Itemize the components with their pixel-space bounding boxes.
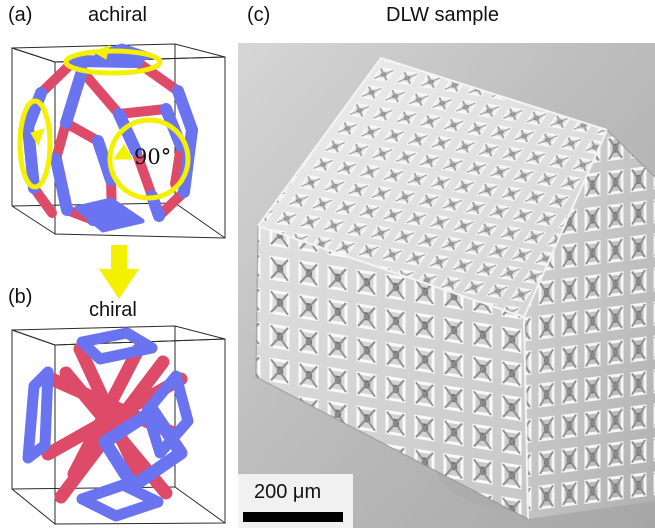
angle-label: 90° [134,145,171,169]
panel-a-label: (a) [8,4,33,26]
lattice-right-top-edge [606,129,655,178]
panel-b-label: (b) [8,286,33,308]
cube-back-bottom-right-edge [174,486,226,524]
left-rotation-arrow-icon [30,128,45,147]
red-strut [77,66,124,119]
red-strut [114,104,171,119]
panel-c-title: DLW sample [386,4,499,26]
panel-b-render [8,321,228,526]
panel-a-title: achiral [88,4,147,26]
scale-bar-line [243,512,343,522]
scale-bar-label: 200 μm [254,481,322,503]
left-chiral-square [22,366,54,464]
front-rotation-ring [107,117,191,201]
top-rotation-ring [63,48,163,76]
chiral-model-svg [11,325,226,526]
red-strut [170,141,186,189]
bottom-chiral-square [76,479,164,522]
bottom-blue-square [74,197,145,233]
lattice-right-pattern [524,130,655,519]
cube-back-bottom-edge [11,486,176,490]
achiral-model-svg: 90° [11,43,226,239]
panel-a-to-b-arrow [99,245,139,300]
lattice-sem-svg [238,43,655,528]
blue-strut [22,121,40,194]
blue-strut [50,153,73,216]
panel-a-render: 90° [8,38,228,246]
cube-back-bottom-right-edge [174,202,226,239]
red-strut [132,57,183,96]
panel-c-sem-image [238,43,655,528]
down-arrow-stem [111,245,127,270]
lattice-bottom-left-edge [255,225,529,520]
lattice-top-edge [257,56,608,227]
down-arrow-head [99,269,139,299]
red-chiral-strut [54,355,170,504]
scale-bar: 200 μm [238,474,353,528]
front-rotation-arrow-icon [113,144,133,160]
blue-strut [92,135,117,186]
red-strut [131,146,157,201]
blue-strut [22,87,47,133]
blue-strut [172,85,198,136]
lattice-left-pattern [256,226,528,519]
lattice-top-pattern [258,58,607,317]
panel-c-label: (c) [247,4,271,26]
top-chiral-square [76,327,158,365]
right-chiral-square [141,370,194,459]
front-chiral-square [98,404,188,493]
left-rotation-ring [17,98,53,190]
panel-b-title: chiral [89,299,137,321]
down-arrow-icon [99,245,139,299]
lattice-top-right-edge [523,129,608,318]
blue-strut [113,108,142,157]
red-strut [61,118,103,146]
top-rotation-arrow-icon [92,45,110,60]
red-strut [51,118,71,164]
blue-strut [60,65,88,129]
